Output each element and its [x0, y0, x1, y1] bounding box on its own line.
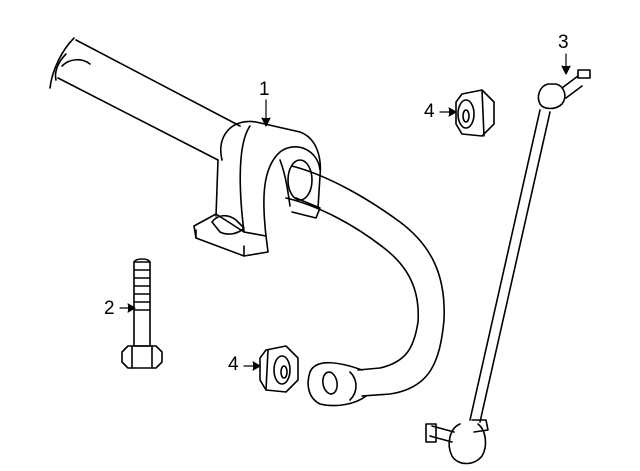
callout-2: 2	[104, 298, 115, 319]
stabilizer-bar	[49, 37, 445, 407]
callout-3: 3	[558, 32, 569, 53]
callout-4-upper: 4	[424, 101, 435, 122]
callout-1: 1	[259, 79, 270, 100]
nut-lower	[259, 345, 299, 393]
leader-lines	[119, 53, 571, 371]
bushing-clamp	[193, 120, 322, 257]
bolt	[121, 258, 163, 369]
nut-upper	[455, 89, 495, 137]
callout-4-lower: 4	[228, 354, 239, 375]
stabilizer-link	[425, 69, 591, 465]
